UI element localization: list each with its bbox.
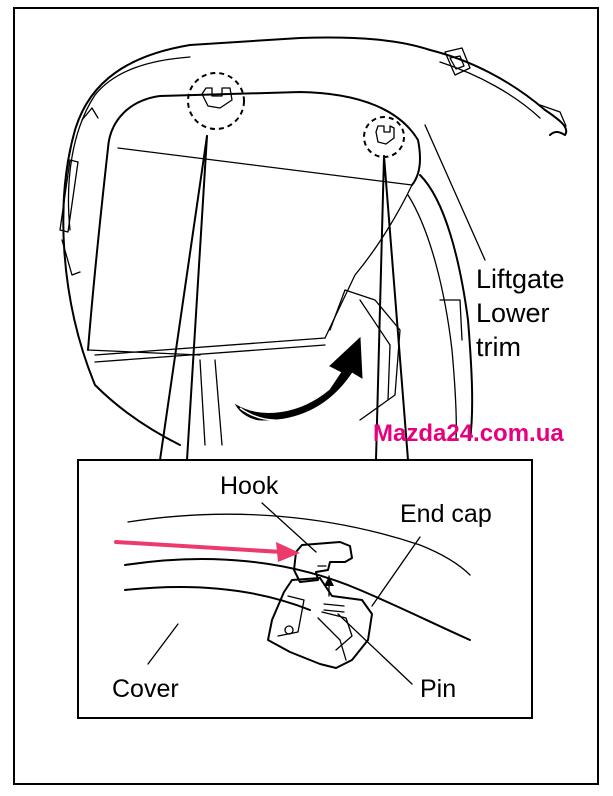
diagram-frame bbox=[13, 7, 599, 785]
hook-shape bbox=[293, 541, 353, 583]
clip-detail-illustration bbox=[124, 513, 471, 669]
watermark: Mazda24.com.ua bbox=[373, 420, 564, 447]
clip-position-circle-right bbox=[363, 116, 405, 158]
pin-label: Pin bbox=[420, 675, 456, 703]
pointer-arrow bbox=[114, 540, 300, 562]
detail-leader-left-2 bbox=[186, 135, 208, 461]
liftgate-label-line1: Liftgate bbox=[476, 264, 565, 294]
liftgate-trim-leader bbox=[424, 124, 486, 261]
end-cap-leader bbox=[371, 536, 421, 607]
hook-label: Hook bbox=[220, 472, 279, 500]
detail-leader-left bbox=[159, 135, 208, 461]
liftgate-label-line2: Lower bbox=[476, 298, 550, 328]
cover-leader bbox=[147, 623, 179, 665]
pin-leader bbox=[337, 613, 413, 685]
clip-position-circle-left bbox=[187, 72, 245, 130]
liftgate-illustration bbox=[59, 36, 568, 461]
pin-shape bbox=[323, 603, 345, 613]
removal-direction-arrow bbox=[234, 336, 363, 421]
detail-inset-box bbox=[77, 459, 533, 719]
end-cap-shape bbox=[267, 577, 373, 669]
liftgate-label-line3: trim bbox=[476, 332, 521, 362]
cover-label: Cover bbox=[112, 675, 179, 703]
end-cap-label: End cap bbox=[400, 500, 492, 528]
detail-leader-right-2 bbox=[383, 155, 409, 461]
hook-leader bbox=[261, 502, 317, 553]
detail-leader-right bbox=[375, 155, 385, 461]
